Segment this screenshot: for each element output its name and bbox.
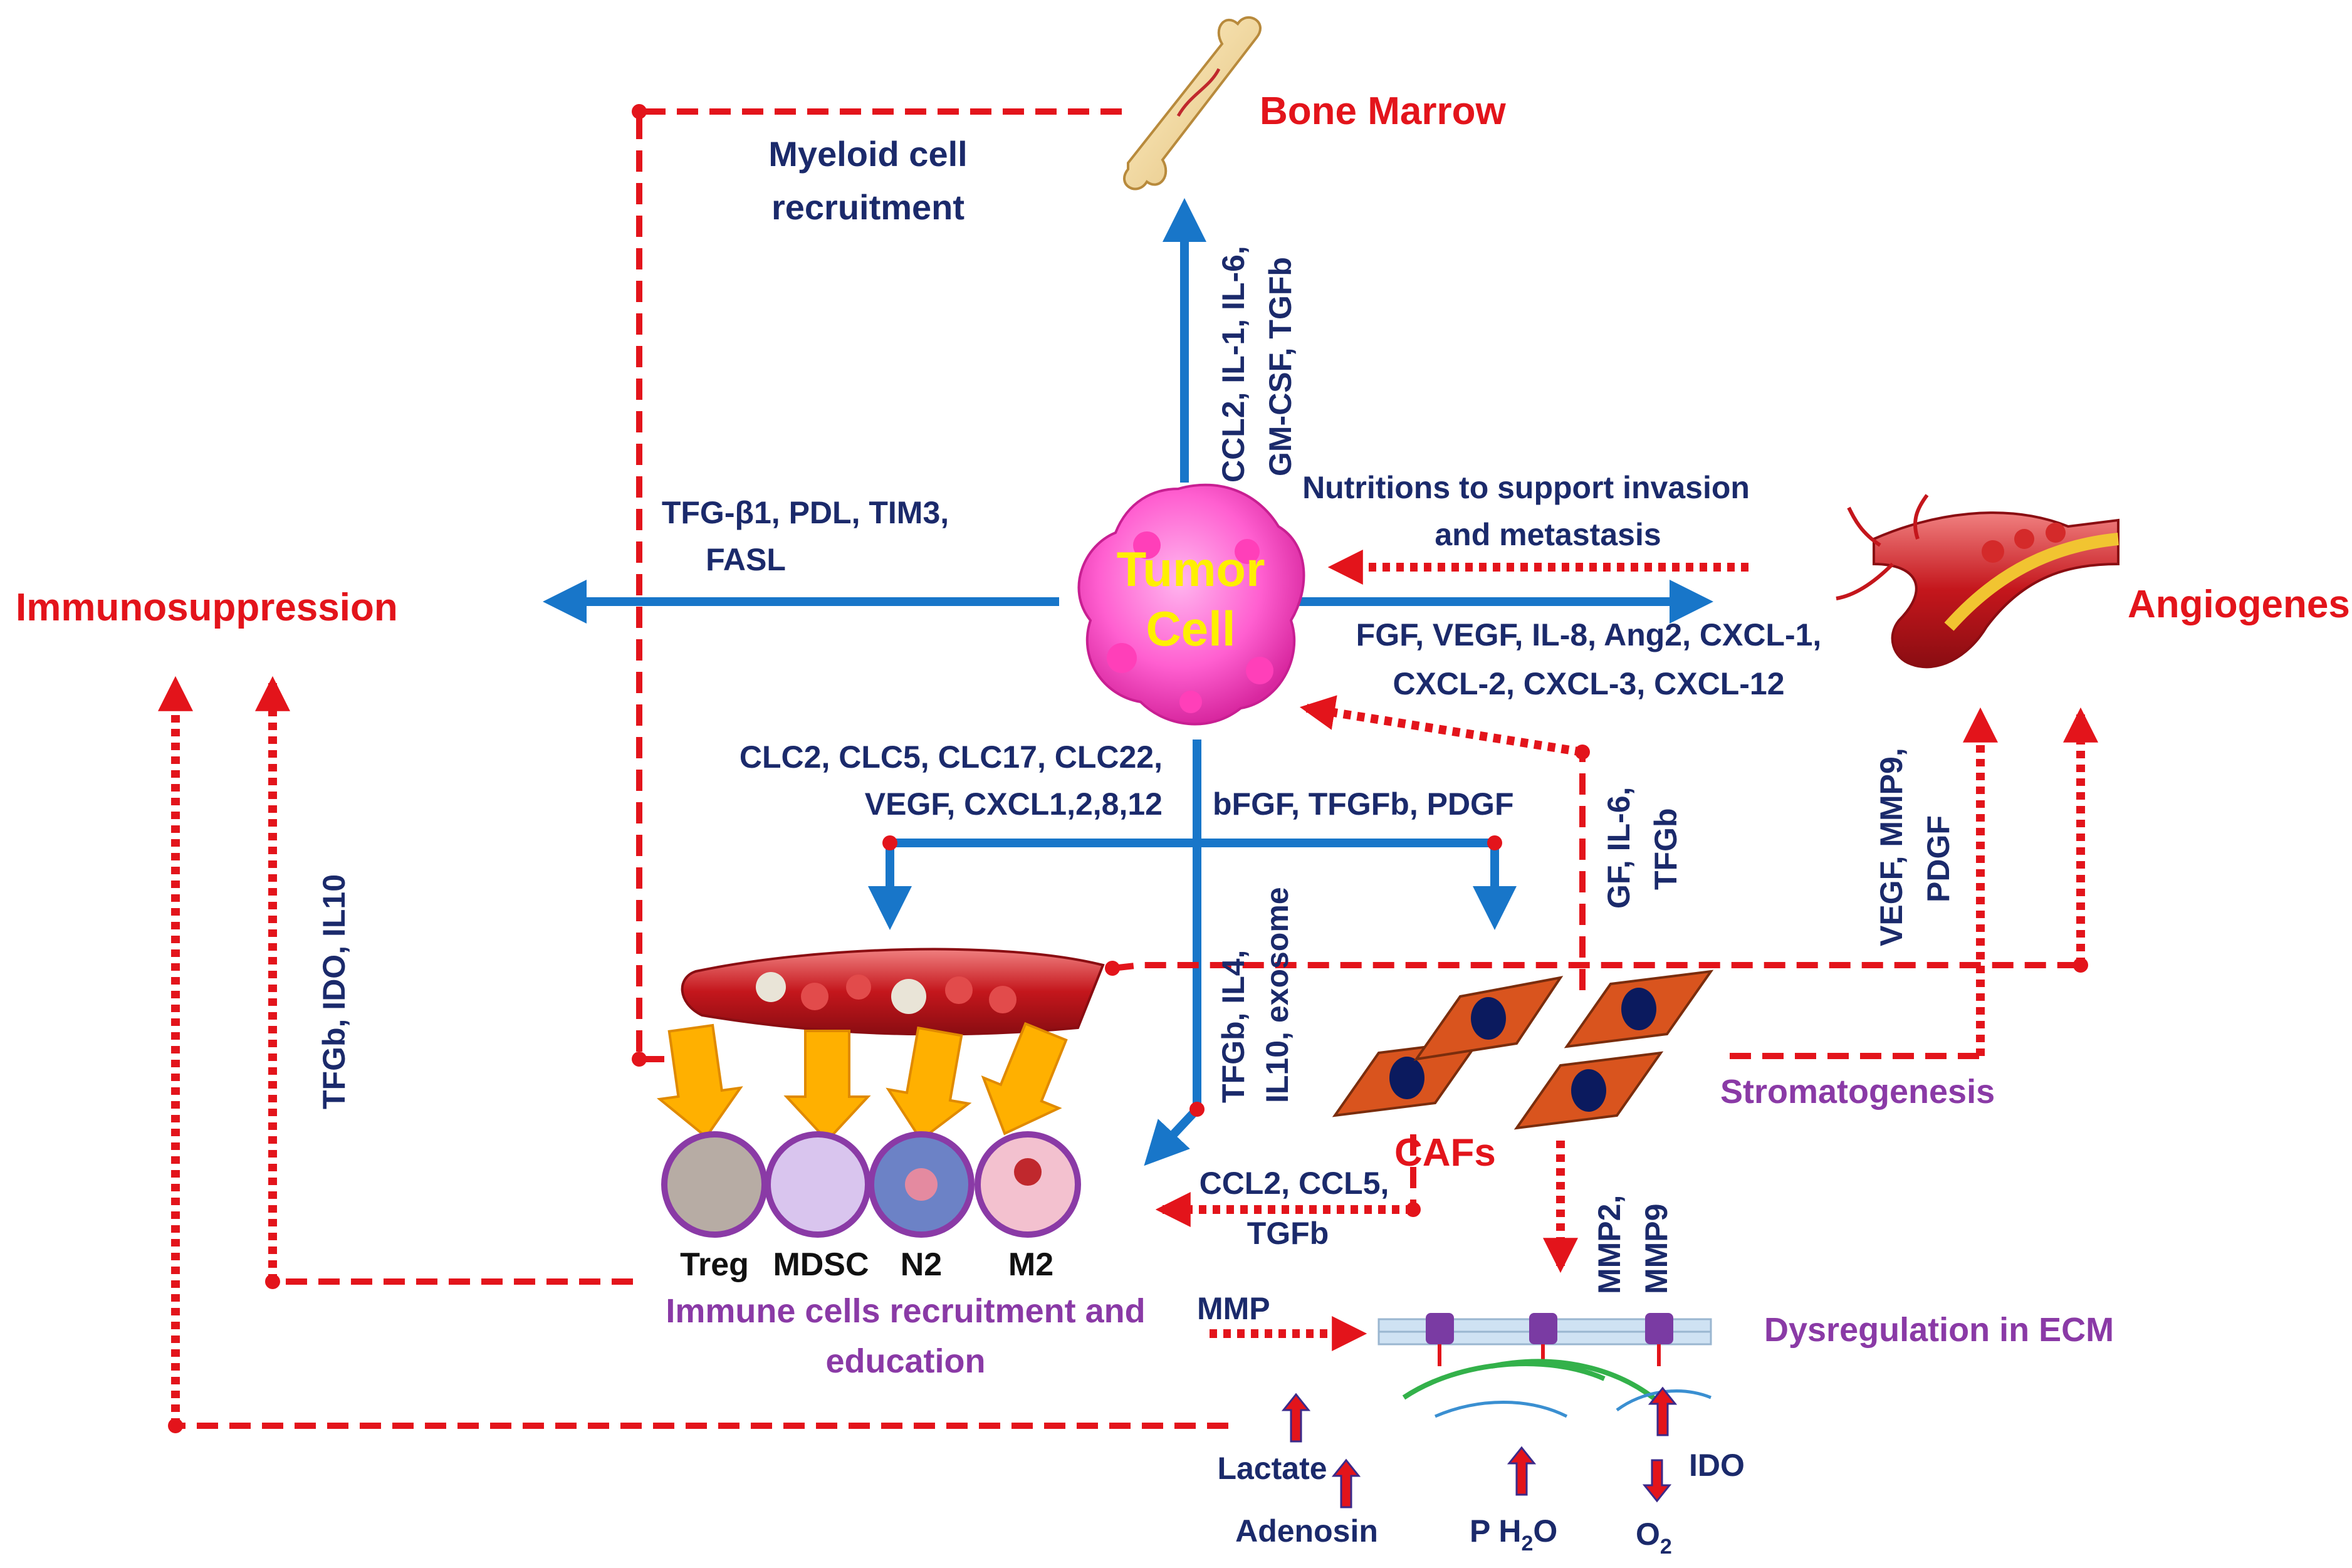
metabolite-arrows [1281,1386,1678,1508]
immune-label-line1: Immune cells recruitment and [666,1292,1145,1330]
cafs-label: CAFs [1394,1131,1496,1174]
gf-il6-label-line2: TFGb [1648,808,1683,890]
to-immuno-label-line1: TFG-β1, PDL, TIM3, [662,495,949,530]
vegf-mmp9-label-line1: VEGF, MMP9, [1874,748,1909,946]
o2-label: O2 [1636,1517,1672,1559]
dash-bone-marrow-to-vessel [636,108,1122,1072]
cell-label-treg: Treg [680,1247,749,1283]
myeloid-label-line2: recruitment [771,187,964,227]
treg-cell-icon [661,1131,768,1238]
mmp2-label-line2: MMP9 [1639,1204,1674,1294]
recruitment-arrows [656,1022,1068,1142]
tumor-cell-icon [1077,483,1305,726]
bfgf-label: bFGF, TFGFb, PDGF [1213,787,1514,822]
nutrition-label-line2: and metastasis [1435,517,1661,552]
cell-label-n2: N2 [901,1247,942,1283]
adenosin-label: Adenosin [1235,1513,1378,1549]
mmp-label: MMP [1197,1291,1270,1326]
gf-il6-label-line1: GF, IL-6, [1601,787,1636,909]
node-dot [1487,835,1502,850]
node-dot [1105,961,1120,976]
blood-vessel-cells-icon [681,948,1105,1036]
caf-cells-icon [1332,970,1714,1130]
ccl2-ccl5-label-line2: TGFb [1247,1216,1329,1251]
clc-label-line2: VEGF, CXCL1,2,8,12 [865,787,1163,822]
vegf-mmp9-label-line2: PDGF [1921,815,1956,902]
angiogenesis-label: Angiogenesis [2128,583,2352,626]
blood-vessel-icon [1836,494,2119,669]
cell-label-m2: M2 [1008,1247,1053,1283]
immune-cells [661,1131,1081,1238]
ecm-membrane-icon [1377,1313,1712,1418]
myeloid-label-line1: Myeloid cell [768,134,967,174]
node-dot [632,104,647,119]
node-dot [1575,745,1590,760]
ph2o-label: P H2O [1470,1513,1557,1555]
to-angio-label-line1: FGF, VEGF, IL-8, Ang2, CXCL-1, [1356,617,1822,652]
to-bone-label-line2: GM-CSF, TGFb [1263,257,1298,476]
to-bone-label-line1: CCL2, IL-1, IL-6, [1216,246,1251,483]
dot-arrow-cafs-to-tumor [1299,695,1584,756]
cell-label-mdsc: MDSC [773,1247,869,1283]
mdsc-cell-icon [765,1131,871,1238]
stromatogenesis-label: Stromatogenesis [1720,1073,1995,1111]
dash-vessel-to-angiogenesis [1112,962,2081,971]
tgfb-il4-label-line2: IL10, exosome [1260,887,1295,1103]
ccl2-ccl5-label-line1: CCL2, CCL5, [1200,1166,1389,1201]
tumor-label-line1: Tumor [1117,541,1265,597]
bone-icon [1123,16,1262,191]
node-dot [632,1052,647,1067]
mmp2-label-line1: MMP2, [1592,1195,1627,1294]
immune-label-line2: education [825,1342,985,1380]
tfgb-ido-label: TFGb, IDO, IL10 [316,874,352,1109]
node-dot [882,835,897,850]
tgfb-il4-label-line1: TFGb, IL4, [1216,950,1251,1103]
lactate-label: Lactate [1217,1451,1327,1486]
to-angio-label-line2: CXCL-2, CXCL-3, CXCL-12 [1393,666,1784,701]
nutrition-label-line1: Nutritions to support invasion [1302,470,1750,505]
node-dot [1189,1102,1205,1117]
tumor-label-line2: Cell [1146,601,1235,656]
clc-label-line1: CLC2, CLC5, CLC17, CLC22, [740,740,1163,775]
immunosuppression-label: Immunosuppression [16,586,398,629]
ido-label: IDO [1689,1448,1745,1483]
to-immuno-label-line2: FASL [706,542,786,577]
bone-marrow-label: Bone Marrow [1260,90,1506,133]
arrow-to-m2 [1144,1106,1201,1166]
dysregulation-label: Dysregulation in ECM [1764,1311,2114,1349]
